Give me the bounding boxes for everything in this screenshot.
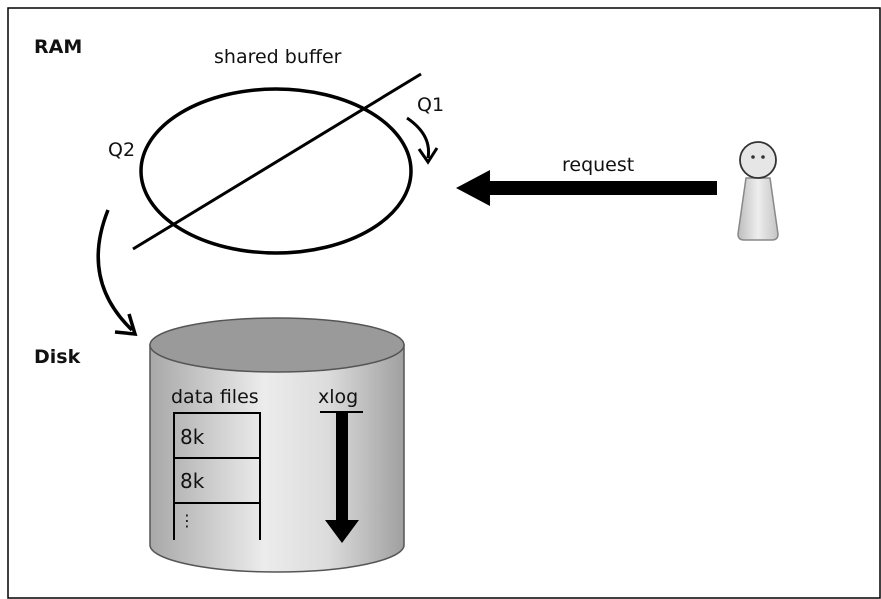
disk-cylinder-top (149, 317, 405, 373)
shared-buffer-label: shared buffer (214, 46, 342, 68)
request-arrow: request (456, 154, 717, 206)
q1-arrow (406, 116, 431, 159)
data-files-label: data files (171, 386, 259, 408)
shared-buffer: shared buffer Q1 Q2 (108, 46, 444, 255)
person-body (737, 177, 779, 241)
q2-flush-arrow (96, 209, 138, 337)
xlog-label: xlog (318, 386, 358, 408)
q2-flush-arrow-path (96, 209, 134, 332)
ram-label: RAM (34, 36, 82, 58)
request-label: request (562, 154, 634, 176)
q1-arrowhead-icon (417, 147, 439, 165)
q2-arrowhead-icon (114, 313, 138, 337)
page-block: 8k (180, 469, 205, 493)
person-icon (737, 141, 779, 241)
person-head (739, 141, 777, 179)
q2-label: Q2 (108, 139, 135, 161)
clock-hand-line (132, 72, 422, 251)
request-arrow-shaft (485, 181, 717, 195)
page-block-more: ⋮ (179, 511, 195, 530)
person-eye-right (761, 155, 765, 159)
q1-label: Q1 (417, 94, 444, 116)
xlog-arrowhead-icon (325, 520, 359, 543)
disk-label: Disk (34, 346, 81, 368)
person-eye-left (751, 155, 755, 159)
page-block: 8k (180, 425, 205, 449)
disk-cylinder: data files 8k 8k ⋮ xlog (149, 317, 405, 573)
shared-buffer-ellipse (139, 87, 413, 255)
xlog-arrow-shaft (336, 413, 348, 523)
request-arrowhead-icon (456, 170, 490, 206)
